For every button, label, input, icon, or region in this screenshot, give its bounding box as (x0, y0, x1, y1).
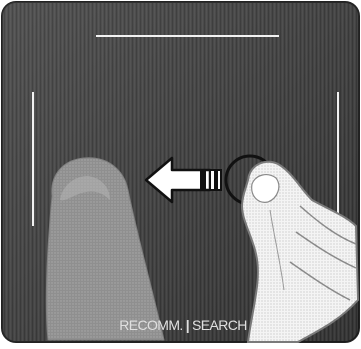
search-label: SEARCH (192, 316, 247, 334)
label-separator: | (186, 316, 189, 334)
touchpad-bottom-label: RECOMM. | SEARCH (108, 316, 258, 334)
recommend-label: RECOMM. (119, 316, 182, 334)
